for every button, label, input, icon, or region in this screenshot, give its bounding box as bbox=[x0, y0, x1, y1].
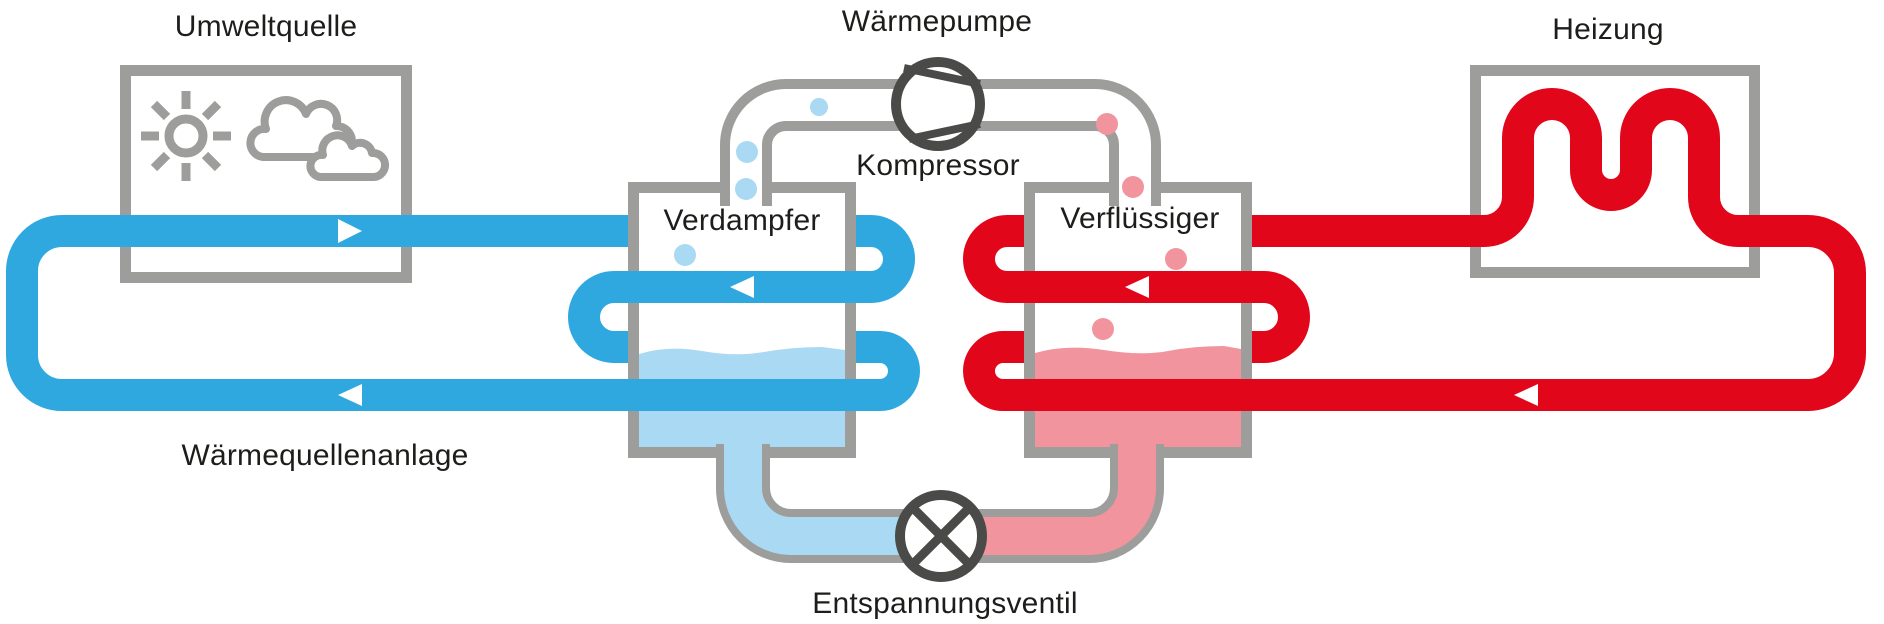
gas-bubbles-blue bbox=[674, 98, 828, 266]
flow-arrow-left-icon bbox=[1125, 276, 1149, 298]
flow-arrow-left-icon bbox=[730, 276, 754, 298]
heating-water-loop-pipe bbox=[963, 88, 1866, 411]
expansion-valve-icon bbox=[895, 490, 987, 582]
compressor-icon bbox=[891, 57, 985, 151]
source-water-loop-pipe bbox=[6, 215, 920, 411]
gas-bubbles-pink bbox=[1092, 113, 1187, 340]
sun-icon bbox=[141, 91, 231, 181]
flow-arrow-left-icon bbox=[338, 384, 362, 406]
label-waermepumpe: Wärmepumpe bbox=[841, 5, 1033, 38]
label-waermequellenanlage: Wärmequellenanlage bbox=[181, 439, 469, 472]
flow-arrow-left-icon bbox=[1514, 384, 1538, 406]
flow-arrow-icons bbox=[338, 219, 1538, 406]
label-umweltquelle: Umweltquelle bbox=[174, 10, 358, 43]
clouds-icon bbox=[246, 96, 389, 181]
flow-arrow-right-icon bbox=[338, 219, 362, 243]
label-entspannungsventil: Entspannungsventil bbox=[812, 587, 1078, 620]
label-heizung: Heizung bbox=[1552, 13, 1664, 46]
label-kompressor: Kompressor bbox=[856, 149, 1020, 182]
refrigerant-liquid-pipe-left bbox=[716, 428, 941, 563]
label-verdampfer: Verdampfer bbox=[663, 204, 821, 237]
visible-coil-rows bbox=[62, 271, 1808, 411]
label-verfluessiger: Verflüssiger bbox=[1060, 202, 1220, 235]
refrigerant-liquid-pipe-right bbox=[941, 428, 1164, 563]
